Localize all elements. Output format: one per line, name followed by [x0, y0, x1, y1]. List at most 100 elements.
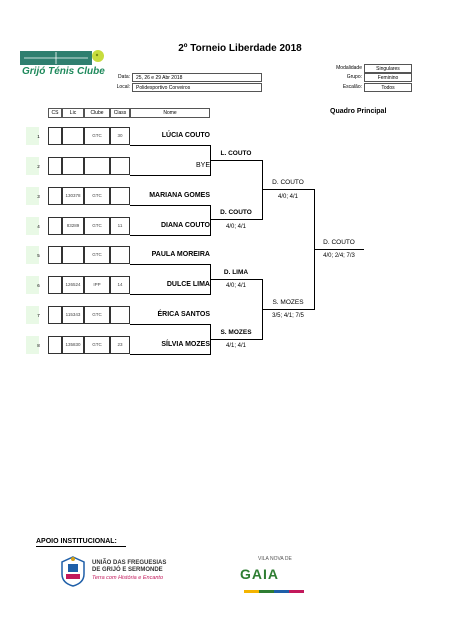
cs-cell [48, 336, 62, 354]
escalao-label: Escalão: [342, 84, 362, 90]
gaia-logo-icon [244, 582, 304, 600]
bracket-line [210, 160, 262, 161]
grupo-value: Feminino [364, 73, 412, 82]
draw-title: Quadro Principal [330, 108, 387, 115]
final-winner: D. COUTO [323, 239, 355, 246]
lic-cell: 135830 [62, 336, 84, 354]
bracket-line [130, 235, 210, 236]
class-cell [110, 157, 130, 175]
clube-cell: GTC [84, 336, 110, 354]
cs-cell [48, 217, 62, 235]
data-value: 25, 26 e 29 Abr 2018 [132, 73, 262, 82]
header-class: Class [110, 108, 130, 118]
class-cell [110, 187, 130, 205]
header-nome: Nome [130, 108, 210, 118]
seed-box [26, 157, 39, 175]
club-logo [20, 49, 110, 79]
seed-number: 2 [37, 164, 40, 169]
modalidade-value: Singulares [364, 64, 412, 73]
clube-cell: GTC [84, 187, 110, 205]
bracket-line [262, 189, 314, 190]
bracket-line [130, 354, 210, 355]
class-cell: 11 [110, 217, 130, 235]
bracket-line [262, 160, 263, 220]
lic-cell [62, 246, 84, 264]
bracket-line [130, 264, 210, 265]
round2-winner: D. COUTO [220, 209, 252, 216]
round2-score: 4/0; 4/1 [225, 283, 246, 289]
seed-box [26, 246, 39, 264]
bracket-line [210, 205, 211, 236]
uf-name: UNIÃO DAS FREGUESIAS DE GRIJÓ E SERMONDE [92, 560, 166, 574]
cs-cell [48, 306, 62, 324]
bracket-line [130, 294, 210, 295]
local-label: Local: [116, 84, 130, 90]
bracket-line [210, 339, 262, 340]
semi-winner: S. MOZES [272, 299, 304, 306]
seed-number: 4 [37, 224, 40, 229]
local-value: Polidesportivo Corveiros [132, 83, 262, 92]
header-cs: CS [48, 108, 62, 118]
bracket-line [130, 145, 210, 146]
uf-tagline: Terra com História e Encanto [92, 575, 164, 581]
uf-crest-icon [58, 554, 88, 593]
player-name: DULCE LIMA [166, 281, 210, 288]
uf-line2: DE GRIJÓ E SERMONDE [92, 567, 163, 573]
player-name: ÉRICA SANTOS [157, 311, 210, 318]
seed-box [26, 217, 39, 235]
page-title: 2º Torneio Liberdade 2018 [178, 43, 302, 54]
bracket-line [262, 309, 314, 310]
clube-cell: GTC [84, 246, 110, 264]
club-name: Grijó Ténis Clube [22, 66, 105, 77]
seed-box [26, 127, 39, 145]
modalidade-label: Modalidade [336, 65, 362, 71]
seed-box [26, 306, 39, 324]
bracket-line [130, 324, 210, 325]
semi-score: 3/5; 4/1; 7/5 [272, 313, 304, 319]
clube-cell [84, 157, 110, 175]
seed-number: 3 [37, 194, 40, 199]
player-name: SÍLVIA MOZES [161, 341, 210, 348]
bracket-line [130, 175, 210, 176]
seed-box [26, 187, 39, 205]
cs-cell [48, 157, 62, 175]
clube-cell: IPP [84, 276, 110, 294]
seed-number: 5 [37, 253, 40, 258]
player-name: MARIANA GOMES [149, 192, 210, 199]
player-name: PAULA MOREIRA [151, 251, 210, 258]
seed-number: 1 [37, 134, 40, 139]
bracket-line [130, 205, 210, 206]
bracket-line [314, 249, 364, 250]
sponsors-label: APOIO INSTITUCIONAL: [36, 538, 117, 545]
player-name: BYE [195, 162, 210, 169]
escalao-value: Todos [364, 83, 412, 92]
semi-score: 4/0; 4/1 [277, 194, 298, 200]
round2-score: 4/1; 4/1 [225, 343, 246, 349]
grupo-label: Grupo: [346, 74, 362, 80]
gaia-logo-text: GAIA [240, 566, 279, 582]
lic-cell: 130378 [62, 187, 84, 205]
seed-number: 8 [37, 343, 40, 348]
round2-winner: L. COUTO [220, 150, 252, 157]
seed-number: 7 [37, 313, 40, 318]
class-cell: 23 [110, 336, 130, 354]
lic-cell [62, 127, 84, 145]
class-cell: 30 [110, 127, 130, 145]
data-label: Data: [118, 74, 130, 80]
cs-cell [48, 127, 62, 145]
lic-cell: 115343 [62, 306, 84, 324]
sponsors-divider [36, 546, 126, 547]
lic-cell [62, 157, 84, 175]
semi-winner: D. COUTO [272, 179, 304, 186]
seed-number: 6 [37, 283, 40, 288]
round2-score: 4/0; 4/1 [225, 224, 246, 230]
uf-line1: UNIÃO DAS FREGUESIAS [92, 560, 167, 566]
clube-cell: GTC [84, 306, 110, 324]
seed-box [26, 336, 39, 354]
cs-cell [48, 276, 62, 294]
class-cell [110, 306, 130, 324]
player-name: LÚCIA COUTO [161, 132, 210, 139]
cs-cell [48, 246, 62, 264]
cs-cell [48, 187, 62, 205]
lic-cell: 83289 [62, 217, 84, 235]
